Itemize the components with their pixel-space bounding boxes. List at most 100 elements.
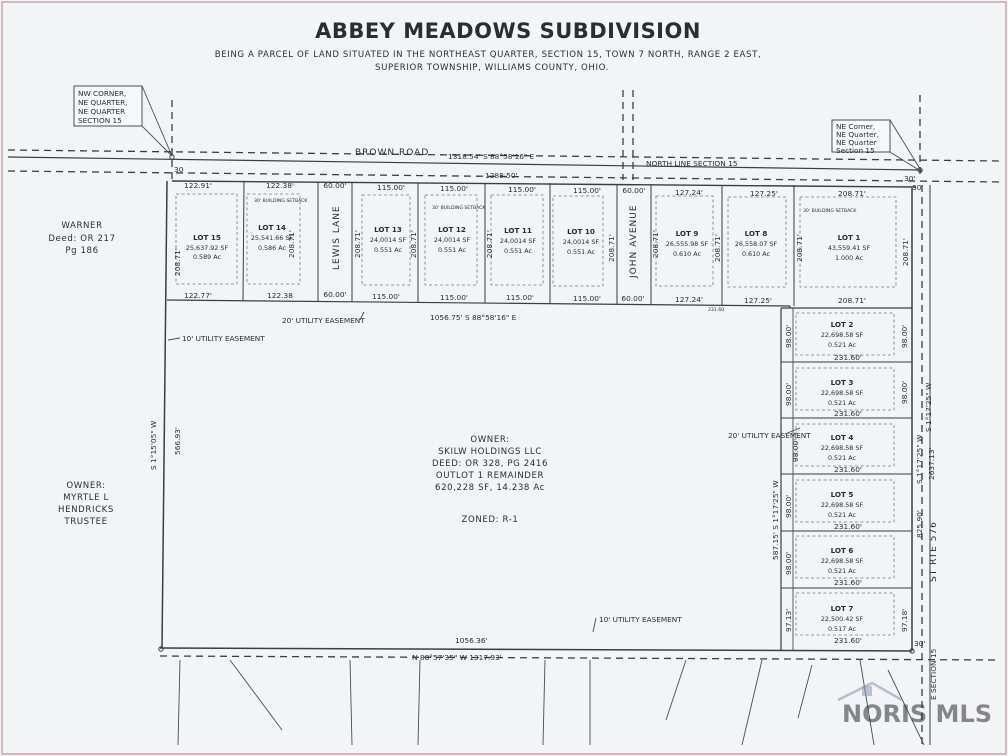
east-line-bearing-upper: S 1°17'25" W — [924, 382, 933, 432]
lot12-setback-label: 30' BUILDING SETBACK — [432, 205, 486, 211]
main-owner-area: 620,228 SF, 14.238 Ac — [435, 483, 545, 493]
plat-title: ABBEY MEADOWS SUBDIVISION — [315, 19, 701, 43]
lot1-label: LOT 1 — [838, 233, 861, 242]
lot11-label: LOT 11 — [504, 226, 532, 235]
lot12-acres: 0.551 Ac — [438, 246, 467, 254]
hendricks-last-name: HENDRICKS — [58, 505, 114, 515]
lot6-west-depth: 98.00' — [784, 552, 793, 575]
lot7-label: LOT 7 — [831, 604, 854, 613]
lot14-setback-label: 30' BUILDING SETBACK — [254, 198, 308, 204]
hendricks-first-name: MYRTLE L — [63, 493, 109, 503]
lot2-sf: 22,698.58 SF — [821, 331, 864, 339]
ne-corner-callout: NE Corner, NE Quarter, NE Quarter Sectio… — [831, 119, 923, 173]
lot13-rear: 115.00' — [372, 292, 400, 301]
lewis-lane-label: LEWIS LANE — [332, 205, 342, 270]
hendricks-trustee: TRUSTEE — [63, 517, 107, 527]
lot3-label: LOT 3 — [831, 378, 854, 387]
lot15-sf: 25,637.92 SF — [186, 244, 229, 252]
lot5-west-depth: 98.00' — [784, 495, 793, 518]
west-line-distance: 566.93' — [173, 427, 182, 455]
lot13-label: LOT 13 — [374, 225, 402, 234]
st-rte-576-label: ST RTE 576 — [929, 521, 939, 582]
easement-10-leader — [167, 337, 181, 341]
lot8-front: 127.25' — [750, 189, 778, 198]
lot12-label: LOT 12 — [438, 225, 466, 234]
bottom-line-bearing: N 88°57'35" W 1317.93' — [412, 653, 502, 662]
lewis-lane-row-top: 60.00' — [323, 181, 346, 190]
lot10-label: LOT 10 — [567, 227, 595, 236]
lot8-west-depth: 208.71' — [713, 234, 722, 262]
lot12-front: 115.00' — [440, 184, 468, 193]
south-line-bearing: 1056.75' S 88°58'16" E — [430, 313, 517, 322]
easement-10-south-leader — [592, 617, 597, 633]
easement-20-leader — [359, 311, 365, 321]
lot9-sf: 26,555.98 SF — [666, 240, 709, 248]
se-corner-pin — [909, 648, 915, 654]
inner-east-bearing: 587.15' S 1°17'25" W — [771, 480, 780, 560]
west-row-width: 30 — [174, 165, 184, 174]
main-owner-deed: DEED: OR 328, PG 2416 — [432, 459, 548, 469]
west-line-bearing: S 1°15'05" W — [149, 420, 158, 470]
lot15-rear: 122.77' — [184, 291, 212, 300]
nw-corner-line1: NW CORNER, — [78, 89, 126, 98]
zoning-label: ZONED: R-1 — [462, 515, 519, 525]
lot6-sf: 22,698.58 SF — [821, 557, 864, 565]
lot10-east-depth: 208.71' — [607, 234, 616, 262]
lot12-west-depth: 208.71' — [409, 230, 418, 258]
east-row-width-bottom: 30' — [914, 639, 925, 648]
lot2-west-depth: 98.00' — [784, 325, 793, 348]
east-row-width-top: 30' — [904, 174, 915, 183]
lot7-acres: 0.517 Ac — [828, 625, 857, 633]
lot1-setback-label: 30' BUILDING SETBACK — [803, 208, 857, 214]
easement-20-east-leader — [784, 427, 801, 435]
lot13-sf: 24,0014 SF — [370, 236, 407, 244]
utility-easement-20-east: 20' UTILITY EASEMENT — [728, 431, 811, 440]
main-owner-name: SKILW HOLDINGS LLC — [438, 447, 542, 457]
bottom-inner-distance: 1056.36' — [455, 636, 488, 645]
sw-corner-pin — [158, 646, 164, 652]
lot7-width: 231.60' — [834, 636, 862, 645]
plat-subtitle-line1: BEING A PARCEL OF LAND SITUATED IN THE N… — [215, 50, 762, 60]
ne-corner-line3: NE Quarter — [836, 138, 877, 147]
lot1-west-depth: 208.71' — [795, 234, 804, 262]
lot5-width: 231.60' — [834, 522, 862, 531]
lot3-west-depth: 98.00' — [784, 383, 793, 406]
lot9-acres: 0.610 Ac — [673, 250, 702, 258]
lot5-sf: 22,698.58 SF — [821, 501, 864, 509]
lot3-width: 231.60' — [834, 409, 862, 418]
lot12-rear: 115.00' — [440, 293, 468, 302]
lot14-sf: 25,541.66 SF — [251, 234, 294, 242]
lot7-west-depth: 97.13' — [784, 609, 793, 632]
lot9-front: 127.24' — [675, 188, 703, 197]
hendricks-owner-label: OWNER: — [66, 481, 105, 491]
lot10-sf: 24,0014 SF — [563, 238, 600, 246]
lot3-east-depth: 98.00' — [900, 381, 909, 404]
lot7-east-depth: 97.18' — [900, 609, 909, 632]
lot8-sf: 26,558.07 SF — [735, 240, 778, 248]
lot11-acres: 0.551 Ac — [504, 247, 533, 255]
north-lots-row: 30' BUILDING SETBACK 30' BUILDING SETBAC… — [173, 181, 910, 313]
utility-easement-10-west: 10' UTILITY EASEMENT — [182, 334, 265, 343]
lot2-label: LOT 2 — [831, 320, 854, 329]
lot14-front: 122.38' — [266, 181, 294, 190]
brown-road-bearing: 1318.54' S 88°58'16" E — [448, 152, 535, 161]
lot11-sf: 24,0014 SF — [500, 237, 537, 245]
lot9-label: LOT 9 — [676, 229, 699, 238]
lot15-acres: 0.589 Ac — [193, 253, 222, 261]
lot1-east-depth: 208.71' — [901, 238, 910, 266]
lot9-west-depth: 208.71' — [651, 230, 660, 258]
lot5-label: LOT 5 — [831, 490, 854, 499]
lot2-east-depth: 98.00' — [900, 325, 909, 348]
nw-corner-callout: NW CORNER, NE QUARTER, NE QUARTER SECTIO… — [73, 85, 173, 157]
noris-mls-watermark: NORIS MLS — [837, 681, 992, 728]
south-small-distance: 231.60 — [708, 307, 724, 313]
lot5-acres: 0.521 Ac — [828, 511, 857, 519]
warner-deed: Deed: OR 217 — [48, 234, 115, 244]
nw-corner-line2: NE QUARTER, — [78, 98, 127, 107]
lot6-label: LOT 6 — [831, 546, 854, 555]
south-section-line — [159, 655, 1001, 661]
lot4-acres: 0.521 Ac — [828, 454, 857, 462]
lot4-sf: 22,698.58 SF — [821, 444, 864, 452]
lot1-sf: 43,559.41 SF — [828, 244, 871, 252]
